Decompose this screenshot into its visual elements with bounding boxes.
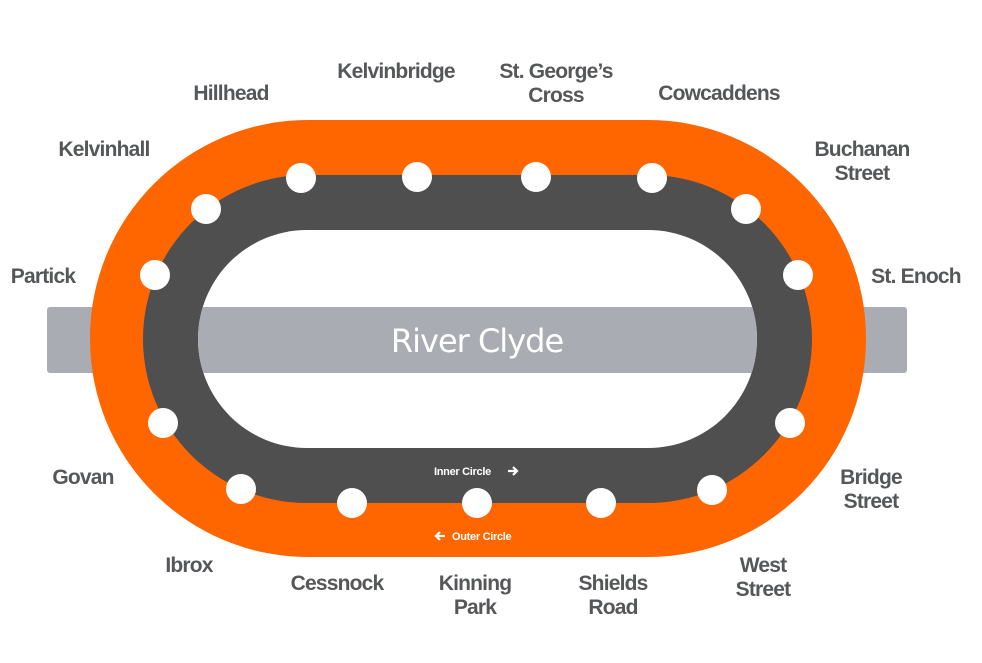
station-label-line: Cowcaddens [658, 82, 780, 105]
river-band-inner [198, 307, 757, 373]
station-label-line: Shields [578, 572, 647, 595]
station-label: Ibrox [165, 554, 213, 577]
station-dot[interactable] [226, 474, 256, 504]
outer-circle-label: Outer Circle [452, 531, 512, 543]
station-dot[interactable] [521, 162, 551, 192]
station-dot[interactable] [731, 194, 761, 224]
station-label-line: Street [736, 578, 792, 601]
station-dot[interactable] [148, 408, 178, 438]
station-label: Partick [11, 265, 77, 288]
station-label-line: Park [454, 596, 497, 619]
station-dot[interactable] [286, 163, 316, 193]
station-label: Kelvinbridge [337, 60, 455, 83]
station-label: Cowcaddens [658, 82, 780, 105]
station-label: Cessnock [291, 572, 385, 595]
station-label: Hillhead [193, 82, 268, 105]
station-label-line: Govan [52, 466, 113, 489]
station-dot[interactable] [462, 488, 492, 518]
station-label: Kelvinhall [58, 138, 149, 161]
station-label-line: Cessnock [291, 572, 385, 595]
station-label-line: Partick [11, 265, 77, 288]
station-dot[interactable] [586, 488, 616, 518]
station-label-line: Kelvinbridge [337, 60, 455, 83]
station-label-line: Cross [528, 84, 584, 107]
arrow-right-icon [508, 466, 519, 476]
station-label-line: Street [835, 162, 891, 185]
station-label-line: Road [588, 596, 637, 619]
station-label-line: Bridge [840, 466, 902, 489]
station-label-line: St. Enoch [871, 265, 961, 288]
inner-circle-label: Inner Circle [434, 466, 491, 478]
station-dot[interactable] [402, 162, 432, 192]
station-label-line: Kinning [439, 572, 512, 595]
station-label-line: Buchanan [814, 138, 909, 161]
station-dot[interactable] [697, 475, 727, 505]
station-dot[interactable] [337, 488, 367, 518]
station-dot[interactable] [191, 194, 221, 224]
station-dot[interactable] [783, 260, 813, 290]
station-label: St. Enoch [871, 265, 961, 288]
station-label-line: Street [844, 490, 900, 513]
arrow-left-icon [434, 531, 445, 541]
station-label-line: Kelvinhall [58, 138, 149, 161]
station-label-line: West [740, 554, 787, 577]
stations [140, 162, 813, 518]
station-dot[interactable] [775, 408, 805, 438]
station-dot[interactable] [637, 163, 667, 193]
station-label-line: St. George’s [499, 60, 612, 83]
station-label-line: Hillhead [193, 82, 268, 105]
station-label-line: Ibrox [165, 554, 213, 577]
station-dot[interactable] [140, 260, 170, 290]
river-label: River Clyde [391, 322, 563, 360]
station-label: Govan [52, 466, 113, 489]
